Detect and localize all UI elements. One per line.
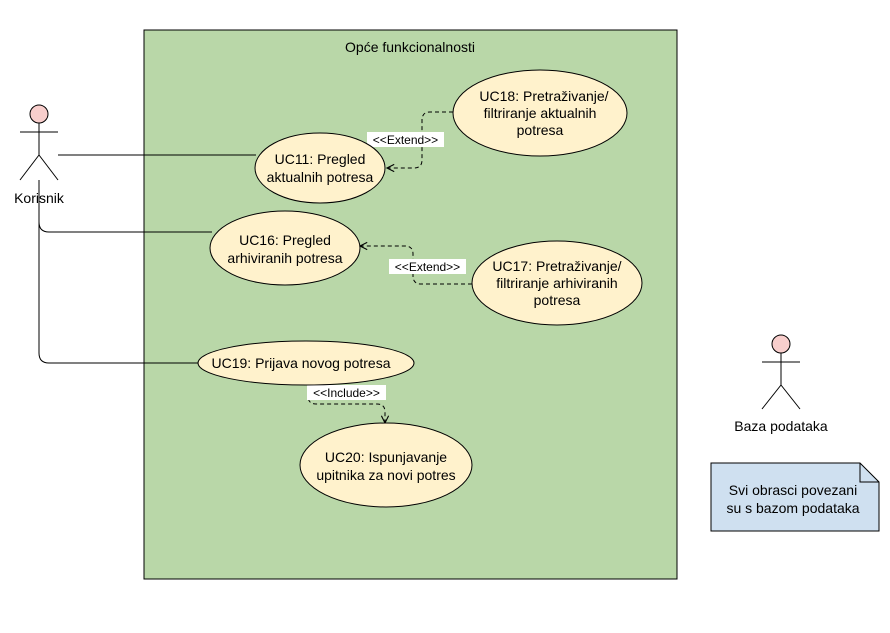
extend-label-uc17-uc16: <<Extend>> xyxy=(395,260,460,274)
stick-figure-icon xyxy=(761,334,801,410)
uc17-line-3: potresa xyxy=(534,292,581,308)
uc11-line-2: aktualnih potresa xyxy=(267,169,374,185)
stick-figure-icon xyxy=(19,104,59,181)
extend-arrow-uc18-uc11 xyxy=(387,111,453,168)
extend-label-uc18-uc11: <<Extend>> xyxy=(373,133,438,147)
note-line-1: Svi obrasci povezani xyxy=(729,482,857,498)
note: Svi obrasci povezani su s bazom podataka xyxy=(710,462,880,532)
actor-korisnik-label: Korisnik xyxy=(14,190,65,206)
uc11-line-1: UC11: Pregled xyxy=(275,151,366,167)
include-label-bg xyxy=(307,385,386,400)
use-case-uc11: UC11: Pregled aktualnih potresa xyxy=(254,132,386,204)
note-shape xyxy=(710,462,880,532)
uc20-line-2: upitnika za novi potres xyxy=(316,467,455,483)
extend-label-bg-2 xyxy=(389,259,466,274)
uc18-line-1: UC18: Pretraživanje/ xyxy=(479,88,608,104)
uc19-line-1: UC19: Prijava novog potresa xyxy=(212,355,391,371)
use-case-uc20: UC20: Ispunjavanje upitnika za novi potr… xyxy=(299,422,473,508)
include-label-uc19-uc20: <<Include>> xyxy=(313,386,380,400)
extend-label-bg-1 xyxy=(367,132,444,147)
uc16-line-2: arhiviranih potresa xyxy=(227,250,342,266)
use-case-uc16: UC16: Pregled arhiviranih potresa xyxy=(209,210,361,286)
association-korisnik-uc19 xyxy=(38,222,198,364)
uc20-line-1: UC20: Ispunjavanje xyxy=(325,449,447,465)
include-arrow-uc19-uc20 xyxy=(307,385,385,423)
actor-baza-label: Baza podataka xyxy=(734,418,828,434)
uc18-line-3: potresa xyxy=(517,122,564,138)
actor-baza-podataka: Baza podataka xyxy=(734,334,828,434)
use-case-uc19: UC19: Prijava novog potresa xyxy=(197,340,415,386)
uc17-line-2: filtriranje arhiviranih xyxy=(496,275,617,291)
uc16-line-1: UC16: Pregled xyxy=(239,232,331,248)
note-fold xyxy=(859,463,879,483)
actor-korisnik: Korisnik xyxy=(14,104,65,206)
uc18-line-2: filtriranje aktualnih xyxy=(484,105,597,121)
uc17-line-1: UC17: Pretraživanje/ xyxy=(492,258,621,274)
use-case-uc18: UC18: Pretraživanje/ filtriranje aktualn… xyxy=(452,69,628,157)
note-line-2: su s bazom podataka xyxy=(726,500,859,516)
system-title: Opće funkcionalnosti xyxy=(345,39,475,55)
use-case-uc17: UC17: Pretraživanje/ filtriranje arhivir… xyxy=(471,240,643,326)
